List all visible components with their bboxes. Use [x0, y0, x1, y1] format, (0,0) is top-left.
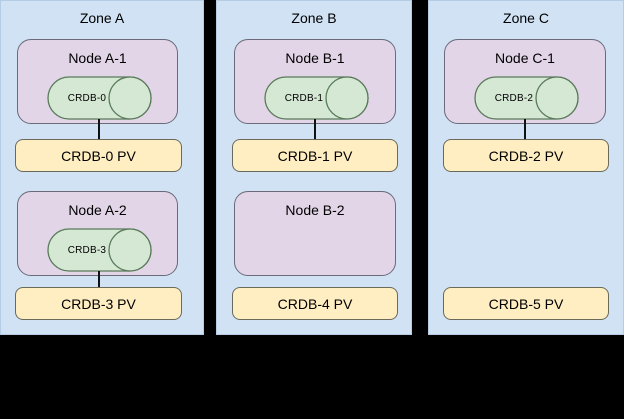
- node-box-b-2[interactable]: Node B-2: [234, 191, 396, 276]
- zone-b-title: Zone B: [291, 10, 337, 26]
- cylinder-shape: [264, 76, 369, 120]
- pv-box-crdb-4[interactable]: CRDB-4 PV: [232, 287, 398, 320]
- pv-box-crdb-1[interactable]: CRDB-1 PV: [232, 139, 398, 172]
- zone-c-title: Zone C: [503, 10, 549, 26]
- crdb-1-label: CRDB-1: [284, 92, 324, 104]
- cylinder-shape: [474, 76, 579, 120]
- node-box-a-2[interactable]: Node A-2 CRDB-3: [17, 191, 178, 276]
- crdb-0-label: CRDB-0: [67, 92, 107, 104]
- zone-panel-b: Zone B Node B-1 CRDB-1 CRDB-1 PV Node B-…: [216, 0, 412, 335]
- zone-a-title: Zone A: [79, 10, 125, 26]
- connector-node-b-1-to-crdb-1-pv: [314, 119, 316, 140]
- crdb-3-label: CRDB-3: [67, 244, 107, 256]
- connector-node-c-1-to-crdb-2-pv: [524, 119, 526, 140]
- cylinder-shape: [47, 76, 152, 120]
- node-box-c-1[interactable]: Node C-1 CRDB-2: [444, 39, 606, 124]
- node-b-1-label: Node B-1: [285, 50, 345, 66]
- pv-box-crdb-0[interactable]: CRDB-0 PV: [15, 139, 182, 172]
- node-a-1-label: Node A-1: [68, 50, 127, 66]
- zone-panel-c: Zone C Node C-1 CRDB-2 CRDB-2 PV CRDB-5 …: [428, 0, 624, 335]
- connector-node-a-2-to-crdb-3-pv: [98, 271, 100, 290]
- pv-box-crdb-2[interactable]: CRDB-2 PV: [443, 139, 609, 172]
- node-b-2-label: Node B-2: [285, 202, 345, 218]
- crdb-1-cylinder[interactable]: CRDB-1: [264, 76, 369, 120]
- crdb-0-cylinder[interactable]: CRDB-0: [47, 76, 152, 120]
- pv-box-crdb-3[interactable]: CRDB-3 PV: [15, 287, 182, 320]
- pv-box-crdb-5[interactable]: CRDB-5 PV: [443, 287, 609, 320]
- connector-node-a-1-to-crdb-0-pv: [98, 119, 100, 140]
- crdb-2-label: CRDB-2: [494, 92, 534, 104]
- node-c-1-label: Node C-1: [495, 50, 555, 66]
- crdb-2-cylinder[interactable]: CRDB-2: [474, 76, 579, 120]
- crdb-3-cylinder[interactable]: CRDB-3: [47, 228, 152, 272]
- node-box-a-1[interactable]: Node A-1 CRDB-0: [17, 39, 178, 124]
- node-a-2-label: Node A-2: [68, 202, 127, 218]
- node-box-b-1[interactable]: Node B-1 CRDB-1: [234, 39, 396, 124]
- zone-panel-a: Zone A Node A-1 CRDB-0 CRDB-0 PV Node A-…: [0, 0, 204, 335]
- cylinder-shape: [47, 228, 152, 272]
